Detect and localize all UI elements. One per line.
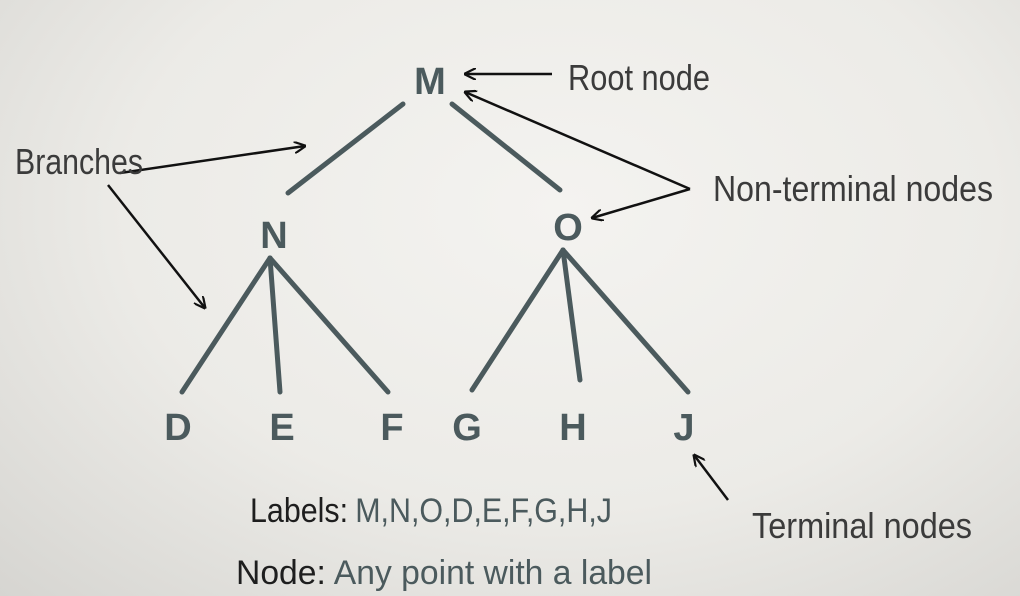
- arrow-branches-lower: [107, 184, 205, 308]
- arrow-terminal: [694, 455, 729, 501]
- branch-m-n: [285, 101, 406, 196]
- branch-o-g: [469, 247, 566, 393]
- annotation-root-node: Root node: [568, 57, 710, 98]
- branch-n-f: [267, 255, 391, 395]
- caption-node-key: Node:: [236, 554, 326, 592]
- node-o: O: [553, 207, 583, 249]
- branch-o-j: [560, 247, 691, 395]
- annotation-terminal: Terminal nodes: [752, 505, 972, 546]
- caption-labels: Labels:M,N,O,D,E,F,G,H,J: [250, 492, 612, 530]
- leaf-g: G: [452, 407, 482, 449]
- leaf-e: E: [269, 407, 294, 449]
- node-m: M: [414, 61, 446, 103]
- caption-labels-key: Labels:: [250, 492, 348, 530]
- branch-n-e: [267, 255, 283, 395]
- leaf-j: J: [673, 407, 694, 449]
- leaf-f: F: [380, 407, 403, 449]
- branch-n-d: [179, 255, 273, 395]
- arrow-nonterminal-root: [465, 92, 691, 191]
- arrow-branches-upper: [119, 146, 305, 175]
- caption-node-value: Any point with a label: [334, 554, 652, 592]
- arrow-nonterminal-o: [592, 187, 691, 218]
- node-n: N: [260, 215, 287, 257]
- branch-o-h: [560, 247, 583, 383]
- caption-labels-value: M,N,O,D,E,F,G,H,J: [355, 492, 612, 530]
- annotation-non-terminal: Non-terminal nodes: [713, 168, 993, 209]
- caption-node: Node:Any point with a label: [236, 554, 652, 592]
- branch-m-o: [449, 101, 563, 193]
- annotation-branches: Branches: [15, 141, 143, 182]
- leaf-d: D: [164, 407, 191, 449]
- leaf-h: H: [559, 407, 586, 449]
